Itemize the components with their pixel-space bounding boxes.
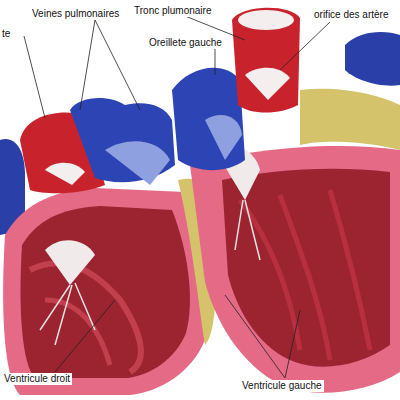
part-label: te [0, 28, 12, 40]
part-label: Tronc plumonaire [132, 5, 213, 17]
part-label: Oreillete gauche [147, 37, 224, 49]
part-label: Veines pulmonaires [30, 8, 121, 20]
part-label: Ventricule droit [2, 373, 72, 385]
part-label: Ventricule gauche [240, 380, 324, 392]
part-label: orifice des artère [312, 9, 390, 21]
